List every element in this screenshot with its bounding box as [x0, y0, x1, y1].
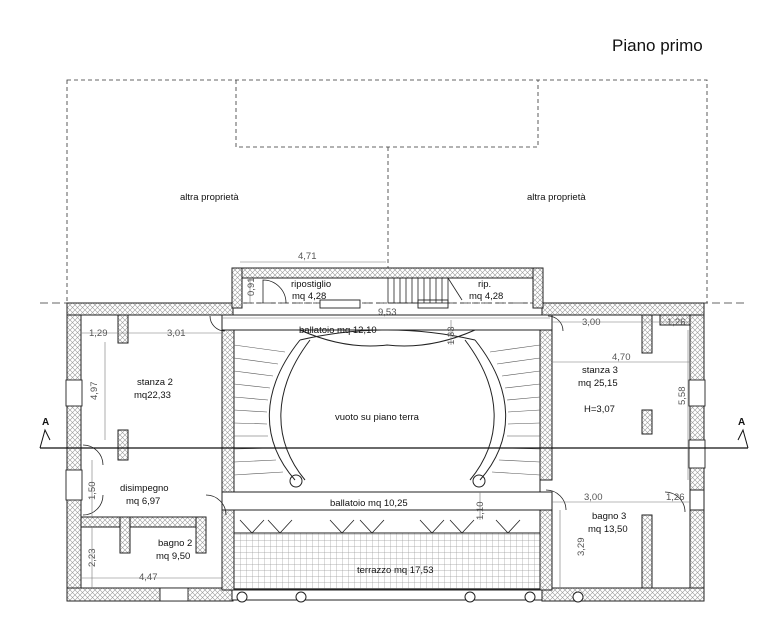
label-rip: rip.	[478, 279, 491, 290]
dim-1-29: 1,29	[89, 328, 108, 339]
section-axis-a	[39, 428, 749, 449]
stair-treads	[233, 344, 541, 476]
label-bagno-3: bagno 3	[592, 511, 626, 522]
section-marker-right: A	[738, 417, 745, 428]
label-altra-proprieta-left: altra proprietà	[180, 192, 239, 203]
label-terrazzo: terrazzo mq 17,53	[357, 565, 434, 576]
windows	[65, 299, 706, 602]
label-ballatoio-bottom: ballatoio mq 10,25	[330, 498, 408, 509]
galleries	[221, 314, 553, 511]
dim-3-01: 3,01	[167, 328, 186, 339]
dim-4-71: 4,71	[298, 251, 317, 262]
label-ripostiglio: ripostiglio	[291, 279, 331, 290]
terrace-floor	[233, 532, 541, 590]
outer-walls	[66, 267, 705, 602]
dim-4-97: 4,97	[89, 382, 100, 401]
service-stair	[387, 277, 463, 304]
label-rip-area: mq 4,28	[469, 291, 503, 302]
label-disimpegno: disimpegno	[120, 483, 169, 494]
railing-posts	[236, 591, 584, 603]
dim-3-00-bottom: 3,00	[584, 492, 603, 503]
label-stanza-3: stanza 3	[582, 365, 618, 376]
label-stanza-2-area: mq22,33	[134, 390, 171, 401]
label-bagno-2-area: mq 9,50	[156, 551, 190, 562]
dim-4-47: 4,47	[139, 572, 158, 583]
dim-0-91: 0,91	[246, 278, 257, 297]
doors	[82, 279, 686, 534]
label-altra-proprieta-right: altra proprietà	[527, 192, 586, 203]
terrace-railing	[231, 589, 543, 601]
dim-1-10: 1,10	[475, 502, 486, 521]
dim-3-29: 3,29	[576, 538, 587, 557]
stair-void	[233, 329, 541, 493]
dim-9-53: 9,53	[378, 307, 397, 318]
label-ripostiglio-area: mq 4,28	[292, 291, 326, 302]
dim-1-50: 1,50	[87, 482, 98, 501]
dimension-lines	[81, 261, 690, 588]
dim-4-70: 4,70	[612, 352, 631, 363]
dim-5-58: 5,58	[677, 387, 688, 406]
label-disimpegno-area: mq 6,97	[126, 496, 160, 507]
dim-1-26-top: 1,26	[667, 317, 686, 328]
label-bagno-3-area: mq 13,50	[588, 524, 628, 535]
label-stanza-3-height: H=3,07	[584, 404, 615, 415]
label-vuoto: vuoto su piano terra	[335, 412, 420, 423]
dim-1-26-bottom: 1,26	[666, 492, 685, 503]
label-stanza-2: stanza 2	[137, 377, 173, 388]
dim-1-33: 1,33	[446, 327, 457, 346]
label-bagno-2: bagno 2	[158, 538, 192, 549]
dim-3-00-top: 3,00	[582, 317, 601, 328]
label-ballatoio-top: ballatoio mq 12,10	[299, 325, 377, 336]
section-marker-left: A	[42, 417, 49, 428]
plan-title: Piano primo	[612, 36, 703, 55]
dim-2-23: 2,23	[87, 549, 98, 568]
label-stanza-3-area: mq 25,15	[578, 378, 618, 389]
other-property-outline	[66, 79, 708, 304]
